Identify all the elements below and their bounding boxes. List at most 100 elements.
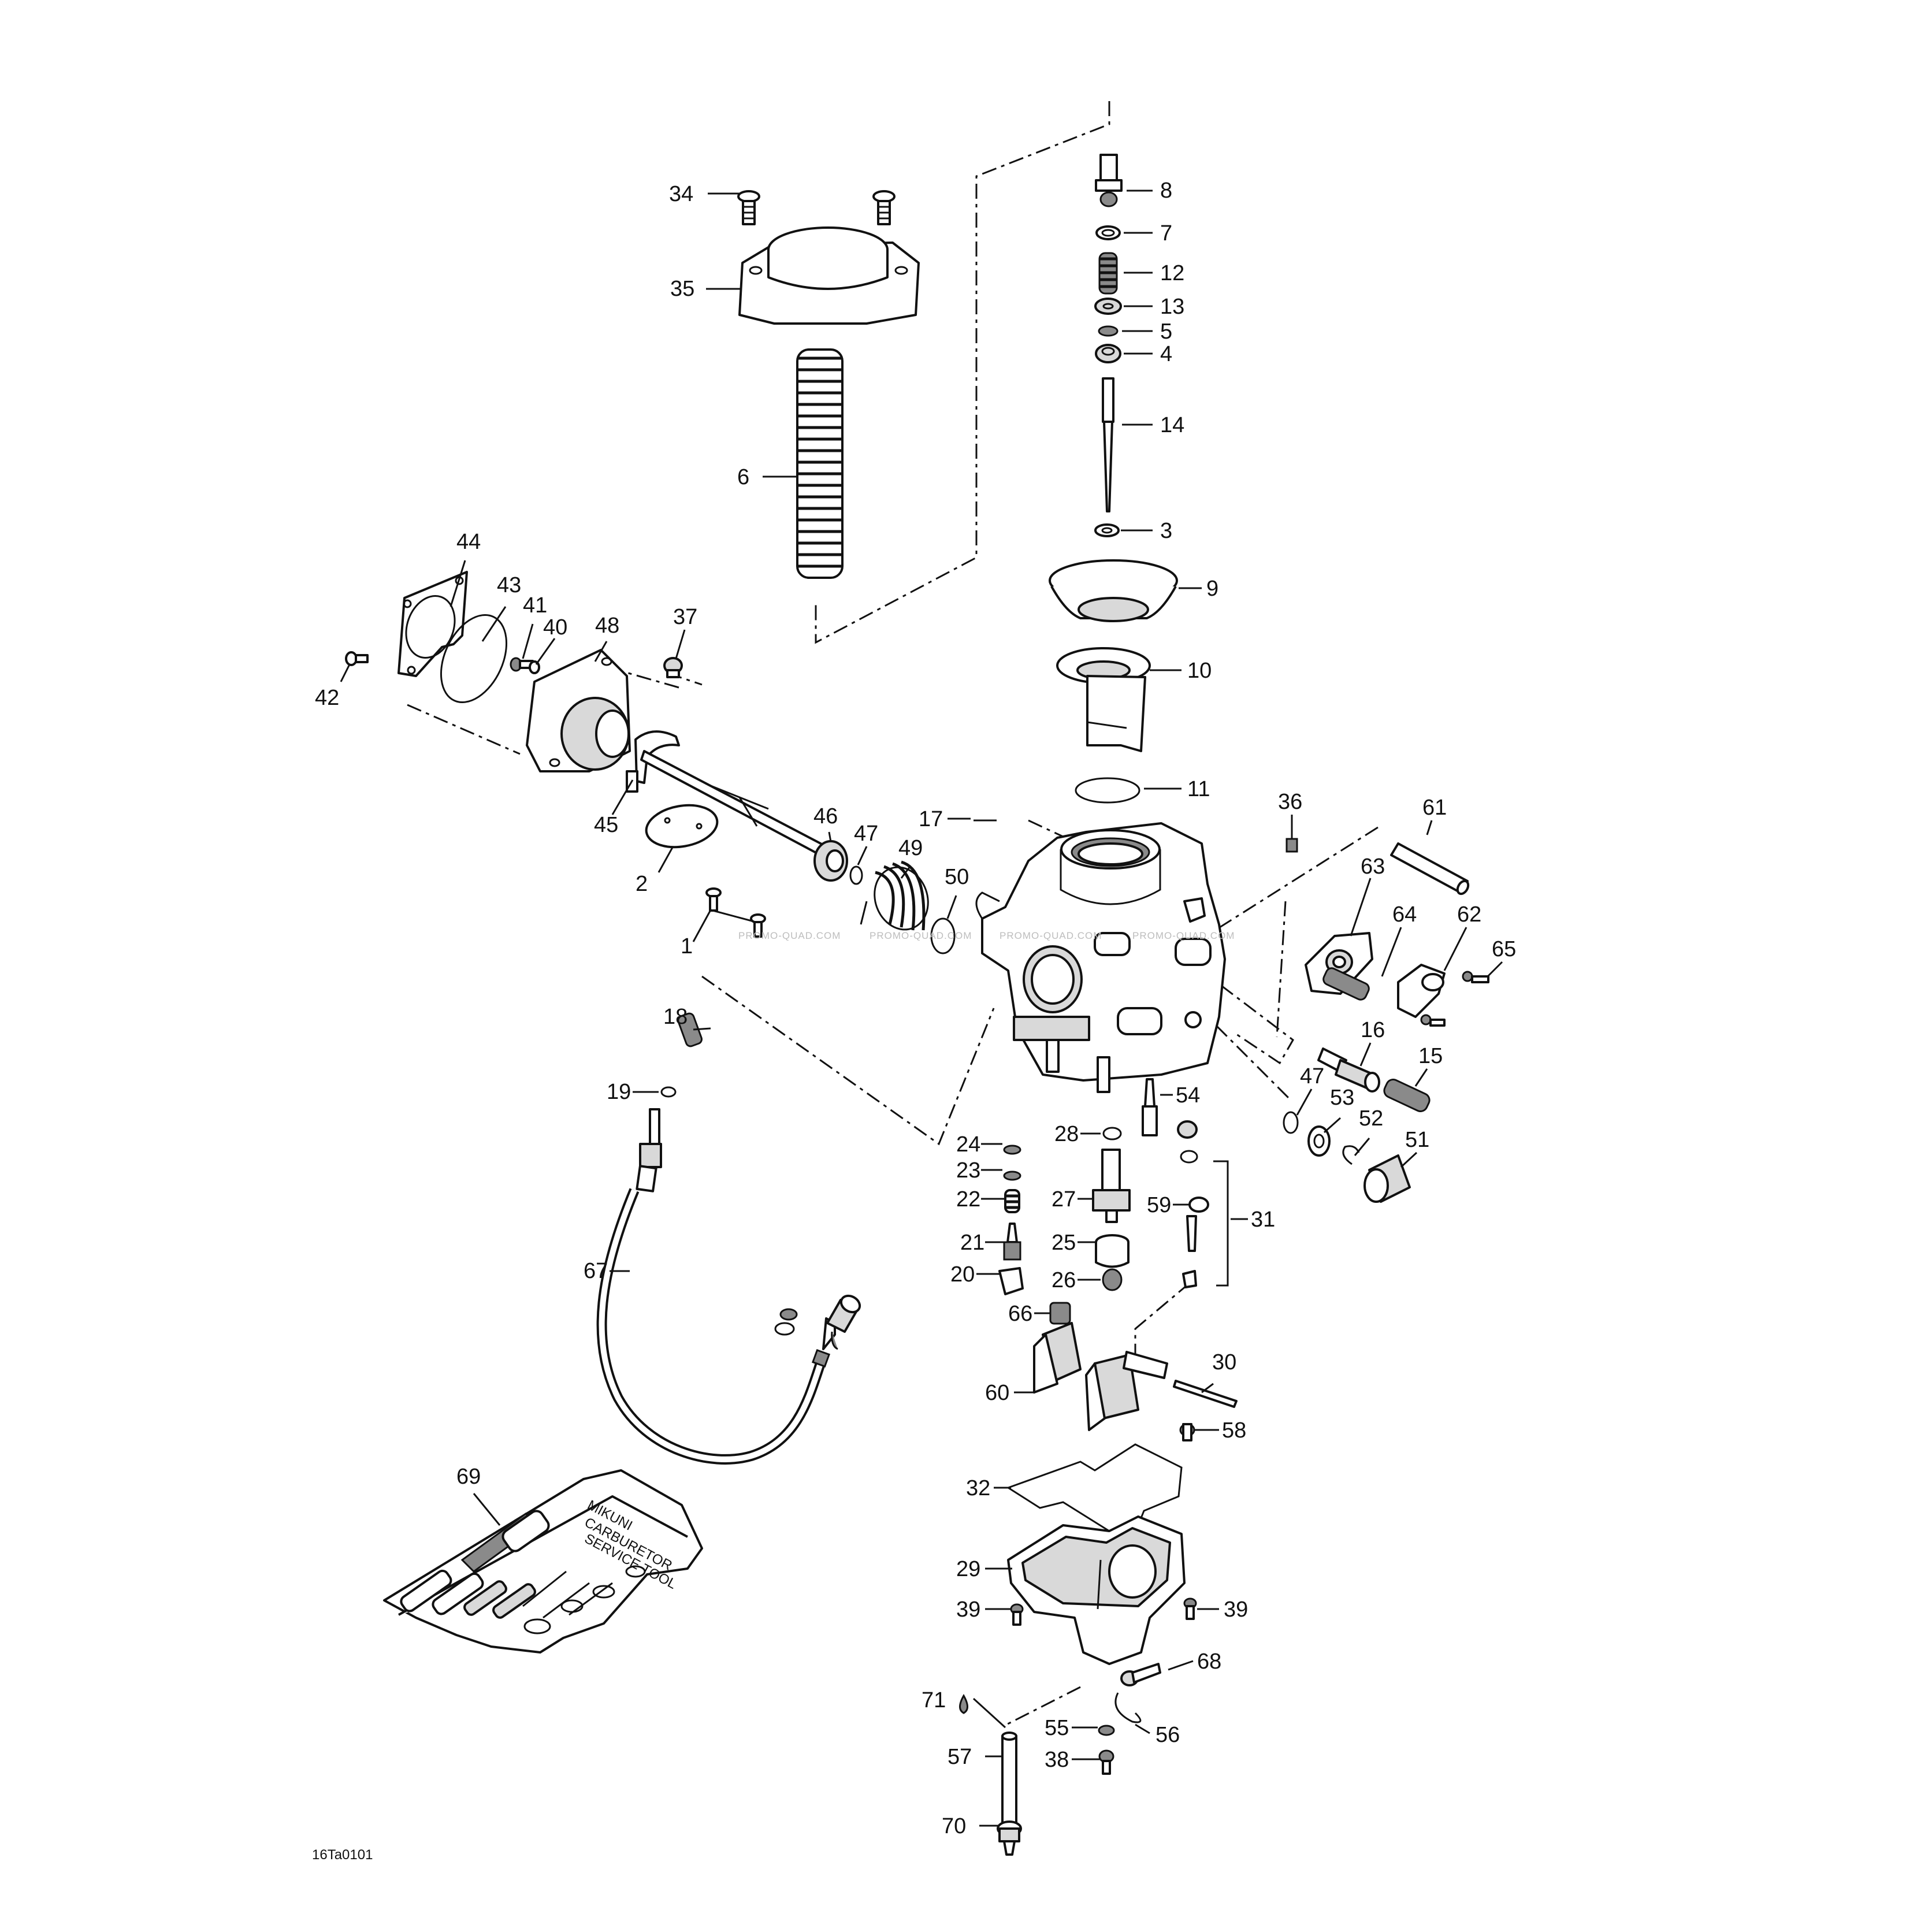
washer-28 xyxy=(1102,1127,1122,1140)
callout-19: 19 xyxy=(607,1080,631,1104)
callout-70: 70 xyxy=(942,1814,966,1838)
callout-61: 61 xyxy=(1422,796,1447,820)
callout-45: 45 xyxy=(594,813,618,837)
float-valve-group-31 xyxy=(1177,1120,1229,1288)
callout-25: 25 xyxy=(1052,1231,1076,1255)
drop-71 xyxy=(959,1693,968,1714)
rod-61 xyxy=(1390,842,1470,896)
callout-15: 15 xyxy=(1418,1044,1443,1068)
callout-11: 11 xyxy=(1187,777,1210,801)
callout-64: 64 xyxy=(1392,902,1417,927)
callout-47-left: 47 xyxy=(854,822,878,846)
callout-59: 59 xyxy=(1147,1193,1171,1217)
clip-52 xyxy=(1342,1145,1360,1165)
callout-62: 62 xyxy=(1457,902,1481,927)
needle-14 xyxy=(1102,377,1114,512)
float-60 xyxy=(1033,1322,1168,1431)
callout-23: 23 xyxy=(956,1158,980,1183)
callout-48: 48 xyxy=(595,614,619,638)
o-ring-43 xyxy=(440,614,508,704)
screw-65-lower xyxy=(1420,1014,1446,1027)
clip-56 xyxy=(1114,1692,1142,1723)
callout-44: 44 xyxy=(456,530,481,554)
drain-screw-68 xyxy=(1120,1663,1161,1686)
callout-10: 10 xyxy=(1187,659,1212,683)
gasket-32 xyxy=(1006,1443,1183,1532)
callout-66: 66 xyxy=(1008,1302,1032,1326)
callout-7: 7 xyxy=(1160,221,1172,246)
callout-14: 14 xyxy=(1160,413,1184,437)
spring-12 xyxy=(1098,252,1118,295)
screw-34-left xyxy=(737,190,760,225)
callout-21: 21 xyxy=(960,1231,984,1255)
plug-20 xyxy=(998,1267,1024,1295)
watermark-text: PROMO-QUAD.COM xyxy=(870,930,972,941)
o-ring-47-right xyxy=(1283,1111,1299,1134)
callout-51: 51 xyxy=(1405,1128,1429,1152)
watermark: PROMO-QUAD.COM PROMO-QUAD.COM PROMO-QUAD… xyxy=(738,930,1235,941)
cover-48 xyxy=(526,649,631,772)
callout-63: 63 xyxy=(1361,854,1385,879)
watermark-text: PROMO-QUAD.COM xyxy=(1000,930,1102,941)
seal-46 xyxy=(813,840,848,882)
callout-52: 52 xyxy=(1359,1106,1383,1131)
spring-15 xyxy=(1383,1079,1431,1112)
washer-53 xyxy=(1307,1125,1331,1157)
callout-54: 54 xyxy=(1176,1083,1200,1108)
callout-46: 46 xyxy=(813,804,838,828)
gasket-44 xyxy=(397,571,468,677)
callout-6: 6 xyxy=(737,465,749,489)
callout-3: 3 xyxy=(1160,519,1172,543)
callout-13: 13 xyxy=(1160,295,1184,319)
callout-26: 26 xyxy=(1052,1268,1076,1292)
o-ring-11 xyxy=(1075,777,1140,804)
needle-cap-8 xyxy=(1095,154,1123,207)
callout-65: 65 xyxy=(1492,937,1516,961)
callout-4: 4 xyxy=(1160,342,1172,366)
callout-38: 38 xyxy=(1045,1748,1069,1772)
callout-53: 53 xyxy=(1330,1086,1354,1110)
plunger-16 xyxy=(1317,1047,1380,1093)
washer-13 xyxy=(1094,298,1122,315)
callout-2: 2 xyxy=(636,872,648,896)
washer-7 xyxy=(1095,225,1121,240)
o-ring-55 xyxy=(1098,1725,1115,1736)
carburetor-body xyxy=(975,822,1226,1093)
diaphragm-9 xyxy=(1049,559,1178,622)
spring-49 xyxy=(860,860,929,931)
callout-22: 22 xyxy=(956,1187,980,1212)
callout-17: 17 xyxy=(919,807,943,831)
watermark-text: PROMO-QUAD.COM xyxy=(738,930,841,941)
throttle-plate-2 xyxy=(645,804,719,849)
callout-5: 5 xyxy=(1160,319,1172,344)
screw-34-right xyxy=(872,190,896,225)
callout-labels: 34 35 6 8 7 12 13 5 4 14 3 9 10 11 44 43… xyxy=(315,179,1516,1838)
callout-69: 69 xyxy=(456,1465,481,1489)
starter-jet-54 xyxy=(1142,1078,1158,1136)
nut-37 xyxy=(663,657,683,678)
callout-16: 16 xyxy=(1361,1018,1385,1042)
callout-29: 29 xyxy=(956,1557,980,1581)
callout-39-left: 39 xyxy=(956,1597,980,1622)
screw-39-left xyxy=(1010,1603,1024,1626)
o-ring-50 xyxy=(930,917,956,954)
callout-68: 68 xyxy=(1197,1649,1221,1674)
callout-20: 20 xyxy=(950,1262,975,1287)
callout-67: 67 xyxy=(584,1259,608,1283)
callout-9: 9 xyxy=(1206,577,1218,601)
o-ring-23 xyxy=(1003,1171,1021,1181)
washer-3 xyxy=(1094,523,1120,537)
screw-39-right xyxy=(1183,1597,1197,1620)
watermark-text: PROMO-QUAD.COM xyxy=(1132,930,1235,941)
callout-39-right: 39 xyxy=(1224,1597,1248,1622)
callout-58: 58 xyxy=(1222,1418,1246,1443)
float-bowl-29 xyxy=(1007,1515,1186,1665)
screw-40 xyxy=(510,657,534,672)
holder-25 xyxy=(1095,1234,1130,1268)
callout-28: 28 xyxy=(1054,1122,1079,1146)
callout-24: 24 xyxy=(956,1132,980,1157)
screw-1-lower xyxy=(750,913,766,938)
callout-36: 36 xyxy=(1278,790,1302,814)
jet-66 xyxy=(1049,1302,1071,1325)
